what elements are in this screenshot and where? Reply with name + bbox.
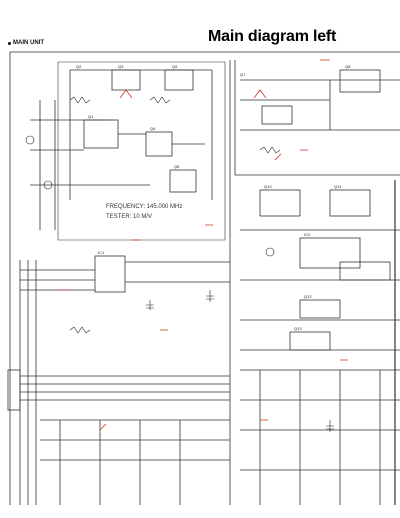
svg-text:IC2: IC2 (304, 232, 311, 237)
svg-text:IC1: IC1 (98, 250, 105, 255)
svg-text:Q12: Q12 (304, 294, 312, 299)
svg-text:Q10: Q10 (264, 184, 272, 189)
svg-text:Q13: Q13 (294, 326, 302, 331)
page-title: Main diagram left (208, 28, 337, 45)
tester-note: TESTER: 10 M/V (106, 214, 153, 220)
unit-label-text: MAIN UNIT (13, 40, 44, 46)
svg-text:Q2: Q2 (76, 64, 82, 69)
svg-text:Q4: Q4 (150, 126, 156, 131)
svg-text:Q5: Q5 (172, 64, 178, 69)
svg-text:Q3: Q3 (118, 64, 124, 69)
bullet-icon (8, 41, 11, 45)
svg-text:Q1: Q1 (88, 114, 94, 119)
unit-label: MAIN UNIT (8, 40, 44, 46)
svg-text:Q11: Q11 (334, 184, 342, 189)
svg-text:Q7: Q7 (240, 72, 246, 77)
svg-text:Q8: Q8 (345, 64, 351, 69)
frequency-note: FREQUENCY: 145.000 MHz (106, 204, 183, 210)
svg-text:Q6: Q6 (174, 164, 180, 169)
